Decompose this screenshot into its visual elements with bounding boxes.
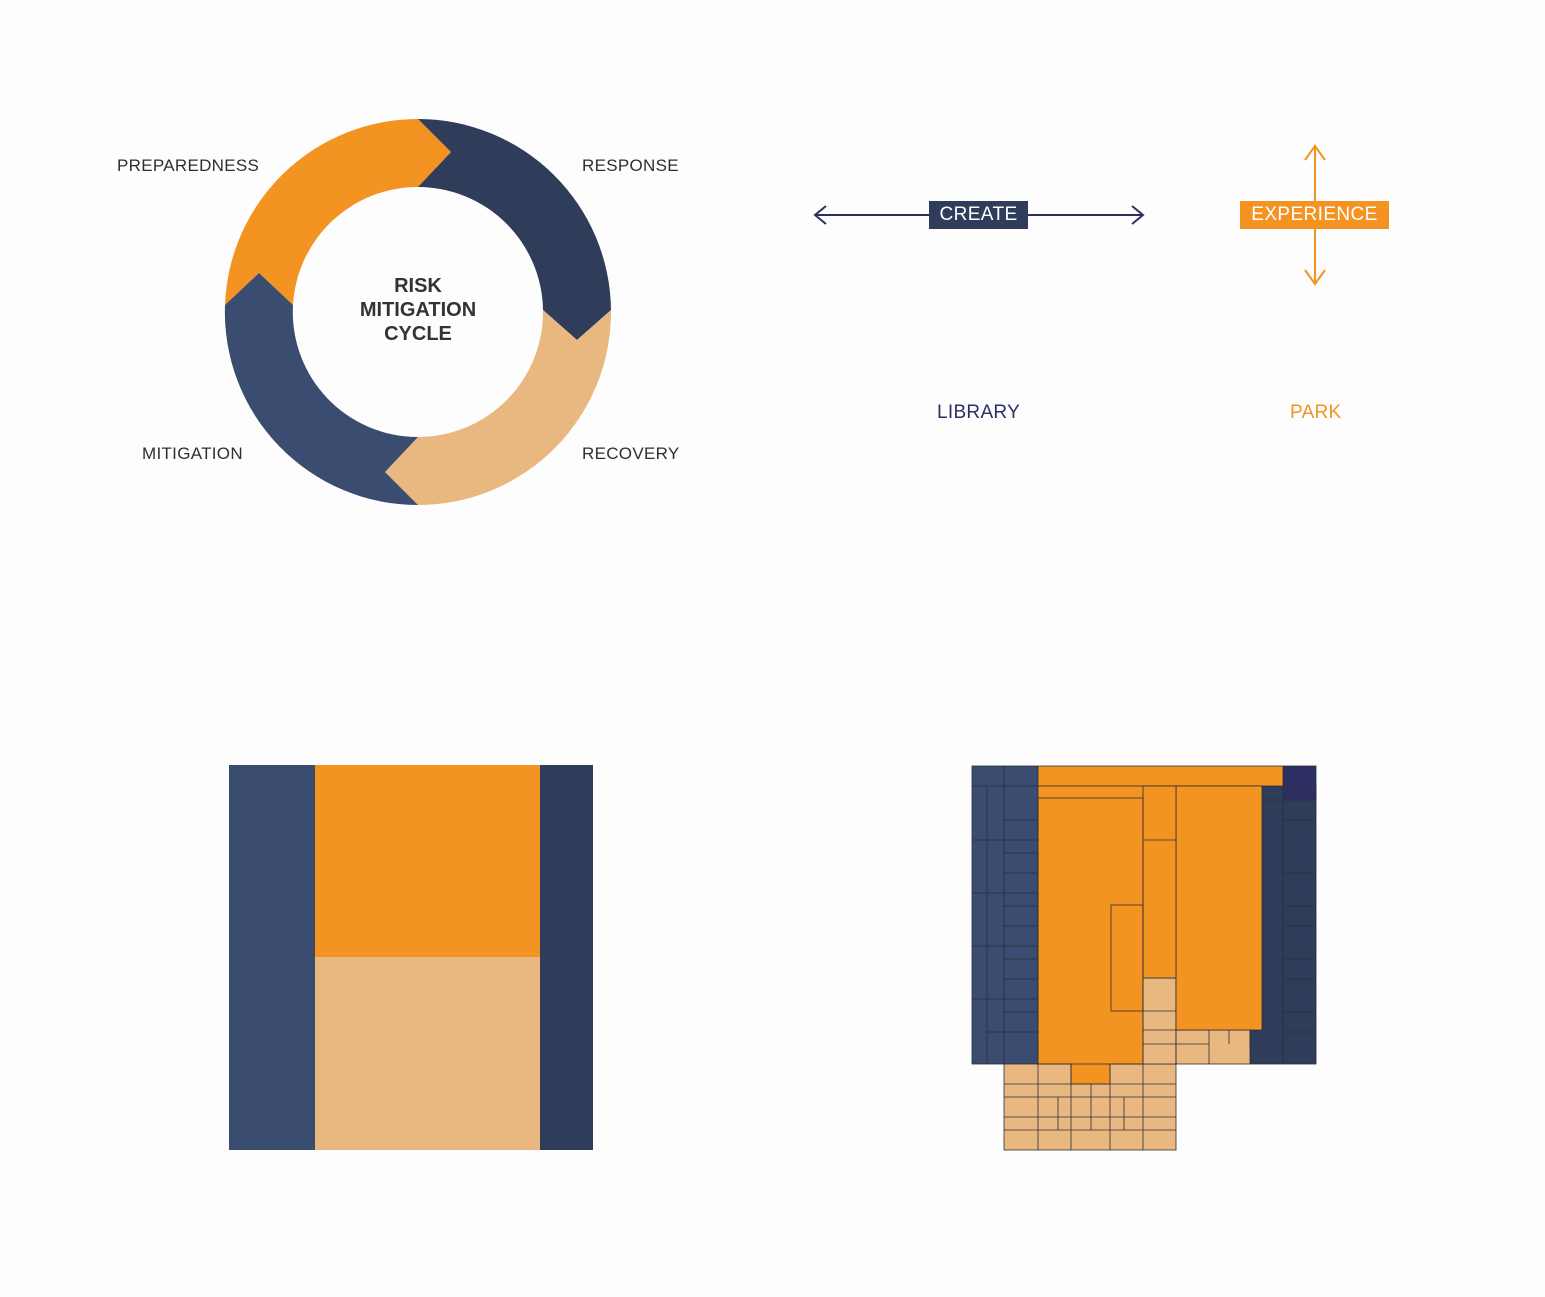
- library-block-bottom: [315, 957, 540, 1150]
- cycle-title: RISK MITIGATION CYCLE: [318, 274, 518, 346]
- cycle-segment-mitigation: [224, 273, 418, 506]
- park-block-diagram: [971, 765, 1317, 1151]
- cycle-title-line-3: CYCLE: [384, 323, 452, 345]
- library-block-top: [315, 765, 540, 957]
- stage-label-response: RESPONSE: [582, 156, 679, 175]
- library-block-diagram: [229, 765, 593, 1150]
- park-orange-mid: [1142, 785, 1177, 979]
- library-tag: CREATE: [929, 201, 1028, 229]
- library-block-left: [229, 765, 315, 1150]
- park-orange-right: [1175, 785, 1263, 1031]
- library-label: LIBRARY: [937, 402, 1021, 423]
- park-tan-right: [1175, 1029, 1251, 1065]
- park-tag: EXPERIENCE: [1240, 201, 1389, 229]
- cycle-segment-response: [418, 118, 611, 340]
- stage-label-recovery: RECOVERY: [582, 444, 680, 463]
- library-block-right: [540, 765, 593, 1150]
- park-label: PARK: [1290, 402, 1342, 423]
- park-left-column: [971, 765, 1039, 1065]
- park-tan-mid: [1142, 977, 1177, 1065]
- cycle-title-line-1: RISK: [394, 275, 442, 297]
- park-orange-band: [1037, 765, 1284, 787]
- cycle-segment-recovery: [385, 310, 612, 505]
- park-corner-block: [1282, 765, 1317, 801]
- stage-label-preparedness: PREPAREDNESS: [117, 156, 260, 175]
- stage-label-mitigation: MITIGATION: [142, 444, 243, 463]
- cycle-title-line-2: MITIGATION: [359, 299, 477, 321]
- cycle-segment-preparedness: [225, 118, 451, 305]
